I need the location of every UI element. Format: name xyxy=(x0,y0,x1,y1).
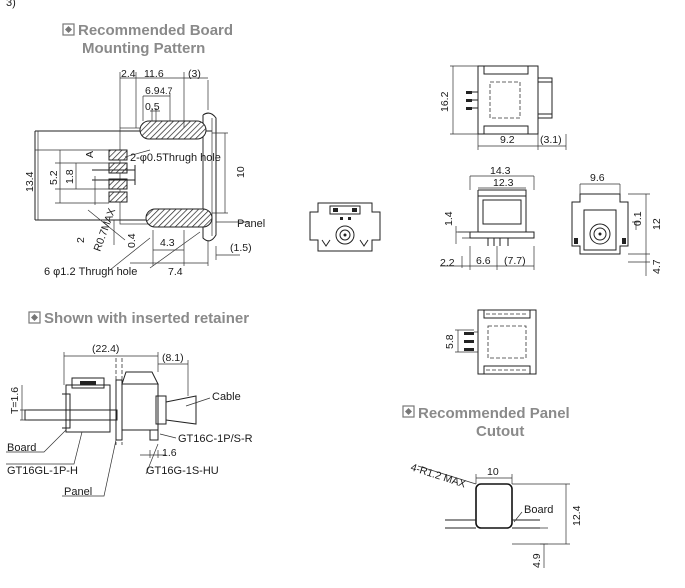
board-pattern-header: Recommended Board Mounting Pattern xyxy=(62,22,233,57)
dim-0-4: 0.4 xyxy=(126,233,138,248)
dim-5-8: 5.8 xyxy=(444,334,456,349)
dim-t-1-6: T=1.6 xyxy=(9,387,21,414)
dim-9-6: 9.6 xyxy=(590,172,605,184)
dim-12: 12 xyxy=(651,218,663,230)
dim-13-4: 13.4 xyxy=(24,171,36,192)
connector-top-dims: 16.2 9.2 (3.1) xyxy=(439,91,562,146)
board-pattern-title-line1: Recommended Board xyxy=(78,22,233,39)
retainer-labels: (22.4) (8.1) T=1.6 1.6 Cable GT16C-1P/S-… xyxy=(7,343,253,498)
dim-0-1: 0.1 xyxy=(632,211,644,226)
dim-14-3: 14.3 xyxy=(490,165,511,177)
dim-11-6: 11.6 xyxy=(144,68,164,80)
mounting-slot-bottom xyxy=(145,208,213,228)
panel-cutout-header: Recommended Panel Cutout xyxy=(402,405,570,440)
connector-front-view xyxy=(440,175,535,270)
gt16c-label: GT16C-1P/S-R xyxy=(178,433,253,445)
connector-front-left xyxy=(309,202,381,252)
top-fragment: 3) xyxy=(6,0,16,9)
dim-1-4: 1.4 xyxy=(443,211,455,226)
board-pattern-drawing xyxy=(34,72,250,271)
connector-side-view xyxy=(571,183,650,276)
gt16g-label: GT16G-1S-HU xyxy=(146,465,219,477)
pad-b xyxy=(108,162,128,174)
dim-4-7-side: 4.7 xyxy=(651,259,663,274)
connector-top-view xyxy=(450,65,567,150)
mounting-slot-top xyxy=(139,120,207,140)
gt16gl-label: GT16GL-1P-H xyxy=(7,465,78,477)
connector-side-dims: 9.6 0.1 12 4.7 xyxy=(590,172,663,274)
panel-label-top: Panel xyxy=(237,218,265,230)
dim-5-2: 5.2 xyxy=(48,170,60,185)
dim-7-7: (7.7) xyxy=(504,255,526,267)
dim-3: (3) xyxy=(188,68,201,80)
panel-cutout-title-line1: Recommended Panel xyxy=(418,405,570,422)
dim-4-7: 4.7 xyxy=(160,86,173,96)
cable-label: Cable xyxy=(212,391,241,403)
dim-a: A xyxy=(84,151,96,158)
dim-2-2: 2.2 xyxy=(440,257,455,269)
dim-1-5: (1.5) xyxy=(230,242,252,254)
dim-12-4: 12.4 xyxy=(571,505,583,526)
connector-bottom-view xyxy=(455,309,537,375)
dim-9-2: 9.2 xyxy=(500,134,515,146)
dim-10-cutout: 10 xyxy=(487,466,499,478)
panel-cutout-drawing xyxy=(417,465,570,568)
dim-10: 10 xyxy=(235,166,247,178)
hole-large-label: 6 φ1.2 Thrugh hole xyxy=(44,266,137,278)
panel-label-bottom: Panel xyxy=(64,486,92,498)
hole-small-label: 2-φ0.5Thrugh hole xyxy=(130,152,221,164)
connector-front-dims: 14.3 12.3 1.4 2.2 6.6 (7.7) xyxy=(440,165,526,269)
dim-6-9: 6.9 xyxy=(145,85,160,97)
dim-12-3: 12.3 xyxy=(493,177,514,189)
panel-cutout-dims: 4-R1.2 MAX 10 12.4 4.9 Board xyxy=(409,461,583,568)
dim-2-4: 2.4 xyxy=(121,68,136,80)
connector-bottom-dims: 5.8 xyxy=(444,334,456,349)
board-pattern-title-line2: Mounting Pattern xyxy=(82,40,205,57)
pad-c xyxy=(108,178,128,190)
board-label: Board xyxy=(7,442,36,454)
dim-r1-2: 4-R1.2 MAX xyxy=(409,461,467,490)
dim-6-6: 6.6 xyxy=(476,255,491,267)
dim-2: 2 xyxy=(75,237,87,243)
dim-1-6: 1.6 xyxy=(162,447,177,459)
dim-3-1: (3.1) xyxy=(540,134,562,146)
dim-1-8: 1.8 xyxy=(64,169,76,184)
dim-22-4: (22.4) xyxy=(92,343,119,355)
retainer-title: Shown with inserted retainer xyxy=(44,310,249,327)
dim-4-3: 4.3 xyxy=(160,237,175,249)
pad-a xyxy=(108,149,128,161)
panel-cutout-title-line2: Cutout xyxy=(476,423,524,440)
pad-d xyxy=(108,191,128,203)
retainer-header: Shown with inserted retainer xyxy=(28,310,249,327)
dim-16-2: 16.2 xyxy=(439,91,451,112)
retainer-drawing xyxy=(6,352,211,497)
dim-4-9: 4.9 xyxy=(531,553,543,568)
dim-8-1: (8.1) xyxy=(162,352,184,364)
dim-7-4: 7.4 xyxy=(168,266,183,278)
board-label-cutout: Board xyxy=(524,504,553,516)
dim-0-5: 0.5 xyxy=(145,101,160,113)
